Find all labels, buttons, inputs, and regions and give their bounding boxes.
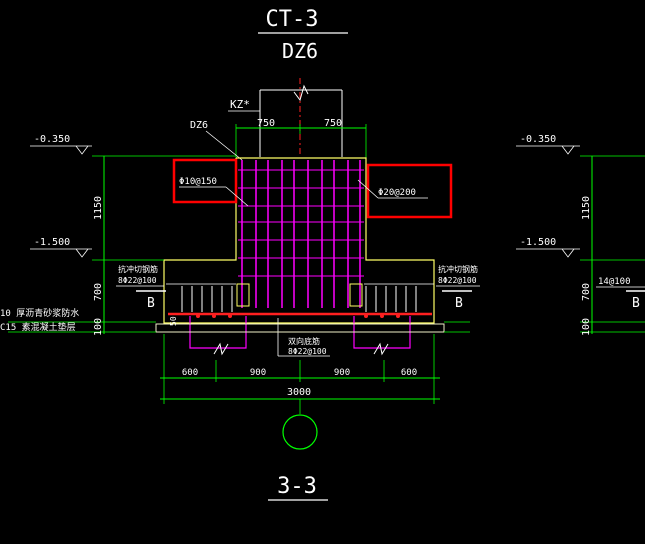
dim-50: 50 [169,316,178,326]
left-note-1: 10 厚沥青砂浆防水 [0,307,79,319]
cap-label-left-2: 8Φ22@100 [118,276,157,285]
right-dim-cushion-height: 100 [581,318,592,336]
right-partial-rebar: 14@100 [598,277,631,287]
total-width: 3000 [287,387,311,398]
dim-top-left: 750 [257,118,275,129]
rebar-stirrup-label: Φ10@150 [179,177,217,187]
rebar-vertical-label: Φ20@200 [378,188,416,198]
right-elevation-bottom: -1.500 [520,237,556,248]
section-title: CT-3 [266,7,319,32]
section-mark-right: B [455,296,463,311]
left-elevation-bottom: -1.500 [34,237,70,248]
column-kz: KZ* [228,78,343,157]
dim-top-right: 750 [324,118,342,129]
right-elevation-top: -0.350 [520,134,556,145]
cap-label-right-2: 8Φ22@100 [438,276,477,285]
left-elevations: -0.350 -1.500 1150 700 100 [30,134,236,336]
left-note-2: C15 素混凝土垫层 [0,321,76,333]
cap-labels: 抗冲切钢筋 8Φ22@100 抗冲切钢筋 8Φ22@100 双向底筋 8Φ22@… [116,264,480,357]
section-subtitle: DZ6 [282,39,318,63]
bottom-dim-1: 600 [182,368,198,378]
title-block: CT-3 DZ6 [258,7,348,63]
bottom-dim-4: 600 [401,368,417,378]
vertical-rebar-callout: Φ20@200 [357,163,453,219]
pedestal-label: DZ6 [190,120,208,131]
right-dim-cap-height: 700 [581,283,592,301]
dim-cushion-height: 100 [93,318,104,336]
column-label: KZ* [230,98,250,111]
section-label-block: 3-3 [268,474,328,501]
section-label: 3-3 [277,474,317,499]
pile-symbol [282,399,318,450]
cap-rebar [166,283,434,356]
bottom-dim-2: 900 [250,368,266,378]
right-partial-section: -0.350 -1.500 1150 700 100 14@100 B [516,134,645,336]
left-elevation-top: -0.350 [34,134,70,145]
section-mark-left: B [147,296,155,311]
stirrup-callout: Φ10@150 [172,158,249,207]
bottom-rebar-label-2: 8Φ22@100 [288,347,327,356]
top-dimensions: 750 750 DZ6 [190,118,367,161]
dim-pedestal-height: 1150 [93,196,104,220]
bottom-dim-3: 900 [334,368,350,378]
cushion-layer: 50 10 厚沥青砂浆防水 C15 素混凝土垫层 [0,307,470,333]
right-dim-pedestal-height: 1150 [581,196,592,220]
section-marks: B B [136,290,472,311]
cap-label-left-1: 抗冲切钢筋 [118,264,158,274]
pedestal-rebar [238,160,364,308]
pedestal-outline [163,157,435,324]
cap-label-right-1: 抗冲切钢筋 [438,264,478,274]
section-mark-partial: B [632,296,640,311]
bottom-rebar-label-1: 双向底筋 [288,336,320,346]
dim-cap-height: 700 [93,283,104,301]
